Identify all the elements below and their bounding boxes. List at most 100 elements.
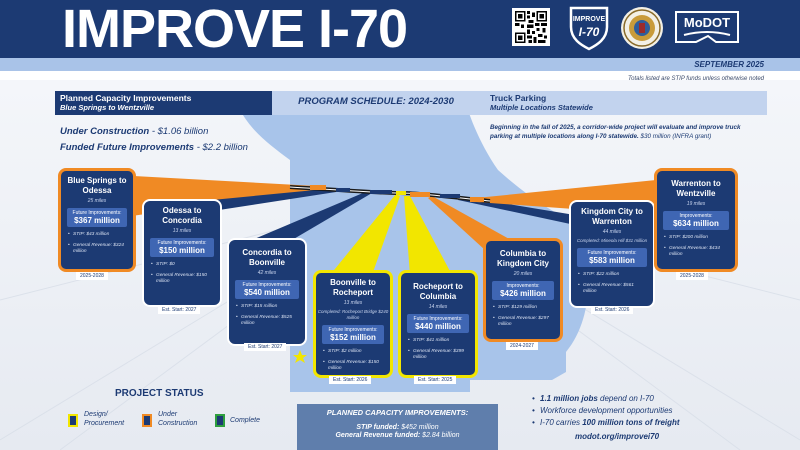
star-icon bbox=[293, 350, 307, 363]
segment-card-columbia-kingdom-city[interactable]: Columbia to Kingdom City 20 miles Improv… bbox=[483, 238, 563, 342]
planned-capacity-box: PLANNED CAPACITY IMPROVEMENTS: STIP fund… bbox=[297, 404, 498, 450]
stip-bullet: STIP: $15 million bbox=[236, 304, 297, 310]
truck-description: Beginning in the fall of 2025, a corrido… bbox=[490, 124, 741, 140]
stip-bullet: STIP: $129 million bbox=[493, 305, 552, 311]
program-schedule: PROGRAM SCHEDULE: 2024-2030 bbox=[298, 96, 454, 107]
segment-title: Concordia to Boonville bbox=[242, 248, 292, 267]
connector-concordia bbox=[245, 190, 372, 250]
general-revenue-bullet: General Revenue: $150 million bbox=[323, 360, 382, 372]
segment-card-rocheport-columbia[interactable]: Rocheport to Columbia 14 miles Future Im… bbox=[398, 270, 478, 378]
logo-modot-word: MoDOT bbox=[684, 15, 730, 30]
segment-card-concordia-boonville[interactable]: Concordia to Boonville 42 miles Future I… bbox=[227, 238, 307, 346]
segment-funding: Future Improvements: $440 million bbox=[407, 314, 469, 333]
funding-amount: $150 million bbox=[159, 246, 205, 255]
funding-label: Future Improvements: bbox=[413, 316, 463, 322]
segment-funding: Future Improvements: $583 million bbox=[577, 248, 647, 267]
stip-bullet: STIP: $2 million bbox=[323, 349, 382, 355]
section-left-title: Planned Capacity Improvements bbox=[60, 93, 192, 103]
stip-bullet: STIP: $22 million bbox=[578, 272, 645, 278]
legend-swatch-design bbox=[68, 414, 78, 427]
modot-logo: MoDOT bbox=[675, 11, 739, 43]
segment-title: Blue Springs to Odessa bbox=[67, 176, 127, 195]
funding-amount: $540 million bbox=[244, 288, 290, 297]
segment-funding: Future Improvements: $540 million bbox=[235, 280, 299, 299]
date-label: SEPTEMBER 2025 bbox=[694, 60, 764, 69]
segment-footer: 2025-2028 bbox=[76, 272, 108, 280]
missouri-seal-icon bbox=[621, 7, 663, 49]
segment-footer: Est. Start: 2027 bbox=[244, 343, 287, 351]
segment-miles: 25 miles bbox=[87, 198, 107, 204]
segment-title: Odessa to Concordia bbox=[162, 206, 202, 225]
page-title: IMPROVE I-70 bbox=[62, 0, 408, 59]
connector-rocheport bbox=[404, 196, 452, 275]
gen-funded-label: General Revenue funded: bbox=[335, 432, 421, 439]
fact-jobs-rest: depend on I-70 bbox=[597, 394, 654, 403]
segment-card-kingdom-city-warrenton[interactable]: Kingdom City to Warrenton 44 miles Compl… bbox=[569, 200, 655, 308]
fact-workforce-text: Workforce development opportunities bbox=[540, 406, 673, 415]
general-revenue-bullet: General Revenue: $561 million bbox=[578, 283, 645, 295]
funding-label: Future Improvements: bbox=[157, 240, 207, 246]
improve-i70-logo: IMPROVE I-70 bbox=[569, 6, 609, 51]
segment-title: Rocheport to Columbia bbox=[413, 282, 463, 301]
segment-card-odessa-concordia[interactable]: Odessa to Concordia 13 miles Future Impr… bbox=[142, 199, 222, 307]
funded-value: - $2.2 billion bbox=[194, 142, 248, 153]
funding-amount: $583 million bbox=[589, 256, 635, 265]
segment-title: Kingdom City to Warrenton bbox=[581, 207, 643, 226]
logo-i70-word: I-70 bbox=[579, 25, 600, 39]
legend-swatch-construction bbox=[142, 414, 152, 427]
funded-label: Funded Future Improvements bbox=[60, 142, 195, 153]
under-label: Under Construction bbox=[60, 126, 150, 137]
segment-funding: Future Improvements: $150 million bbox=[150, 238, 214, 257]
planned-capacity-title: PLANNED CAPACITY IMPROVEMENTS: bbox=[326, 408, 469, 417]
completed-note: Completed: Mineola Hill $31 million bbox=[576, 238, 648, 243]
gen-funded-value: $2.84 billion bbox=[420, 432, 460, 439]
legend-swatch-complete bbox=[215, 414, 225, 427]
segment-footer: Est. Start: 2027 bbox=[158, 306, 201, 314]
funding-label: Future Improvements: bbox=[587, 250, 637, 256]
segment-footer: 2024-2027 bbox=[506, 342, 538, 350]
legend-label-construction-1: Under bbox=[158, 411, 178, 418]
general-revenue-bullet: General Revenue: $399 million bbox=[408, 349, 467, 361]
fact-freight: I-70 carries 100 million tons of freight bbox=[532, 418, 680, 427]
stip-funded-value: $452 million bbox=[399, 424, 439, 431]
legend-label-design-1: Design/ bbox=[84, 411, 108, 418]
section-left-bg bbox=[55, 91, 272, 115]
general-revenue-bullet: General Revenue: $324 million bbox=[68, 243, 125, 255]
segment-miles: 20 miles bbox=[513, 271, 533, 277]
segment-footer: 2025-2028 bbox=[676, 272, 708, 280]
truck-parking-text: Beginning in the fall of 2025, a corrido… bbox=[490, 123, 752, 141]
segment-title: Columbia to Kingdom City bbox=[497, 249, 549, 268]
qr-code-icon[interactable] bbox=[512, 8, 550, 46]
fact-jobs: 1.1 million jobs depend on I-70 bbox=[532, 394, 654, 403]
under-construction-total: Under Construction - $1.06 billion bbox=[60, 126, 208, 137]
funding-label: Future Improvements: bbox=[72, 210, 122, 216]
stip-bullet: STIP: $0 bbox=[151, 262, 212, 268]
truck-funding: $30 million (INFRA grant) bbox=[638, 133, 712, 140]
segment-miles: 13 miles bbox=[172, 228, 192, 234]
section-right-subtitle: Multiple Locations Statewide bbox=[490, 103, 593, 112]
legend-label-design-2: Procurement bbox=[84, 420, 125, 427]
stip-note: Totals listed are STIP funds unless othe… bbox=[628, 76, 764, 82]
segment-title: Warrenton to Wentzville bbox=[671, 179, 721, 198]
segment-funding: Improvements: $426 million bbox=[492, 281, 554, 300]
fact-jobs-bold: 1.1 million jobs bbox=[540, 394, 598, 403]
segment-miles: 13 miles bbox=[343, 300, 363, 306]
segment-card-blue-springs-odessa[interactable]: Blue Springs to Odessa 25 miles Future I… bbox=[58, 168, 136, 272]
general-revenue-bullet: General Revenue: $150 million bbox=[151, 273, 212, 285]
segment-card-boonville-rocheport[interactable]: Boonville to Rocheport 13 miles Complete… bbox=[313, 270, 393, 378]
stip-bullet: STIP: $43 million bbox=[68, 232, 125, 238]
connector-columbia bbox=[428, 196, 520, 250]
segment-footer: Est. Start: 2026 bbox=[591, 306, 634, 314]
stip-bullet: STIP: $200 million bbox=[664, 235, 727, 241]
segment-card-warrenton-wentzville[interactable]: Warrenton to Wentzville 19 miles Improve… bbox=[654, 168, 738, 272]
section-right-title: Truck Parking bbox=[490, 93, 547, 103]
funding-amount: $634 million bbox=[673, 219, 719, 228]
general-revenue-bullet: General Revenue: $525 million bbox=[236, 315, 297, 327]
fact-workforce: Workforce development opportunities bbox=[532, 406, 673, 415]
fact-freight-rest: I-70 carries bbox=[540, 418, 583, 427]
general-revenue-bullet: General Revenue: $297 million bbox=[493, 316, 552, 328]
general-revenue-funded: General Revenue funded: $2.84 billion bbox=[297, 432, 498, 439]
website-link[interactable]: modot.org/improvei70 bbox=[575, 432, 660, 441]
segment-footer: Est. Start: 2026 bbox=[329, 376, 372, 384]
stip-bullet: STIP: $41 million bbox=[408, 338, 467, 344]
